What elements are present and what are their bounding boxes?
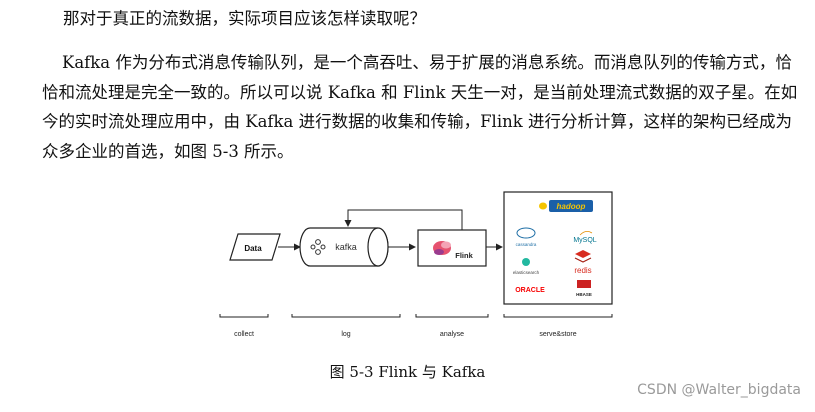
stage-log: log xyxy=(341,331,350,338)
hadoop-label: hadoop xyxy=(557,202,586,211)
redis-label: redis xyxy=(574,266,591,275)
kafka-flink-architecture-diagram: Data kafka Flink hadoop cassandra MySQL xyxy=(219,191,613,338)
data-source-shape xyxy=(229,233,281,261)
kafka-label: kafka xyxy=(335,242,357,252)
redis-logo: redis xyxy=(574,250,592,275)
body-paragraph: Kafka 作为分布式消息传输队列，是一个高吞吐、易于扩展的消息系统。而消息队列… xyxy=(42,53,798,161)
cassandra-logo: cassandra xyxy=(516,227,537,247)
hbase-logo: HBASE xyxy=(576,280,592,297)
stage-brackets xyxy=(219,314,613,318)
question-text: 那对于真正的流数据，实际项目应该怎样读取呢？ xyxy=(63,9,426,28)
data-label: Data xyxy=(244,244,262,253)
feedback-arrow xyxy=(344,209,463,230)
hbase-label: HBASE xyxy=(576,292,592,297)
stage-collect: collect xyxy=(234,331,254,338)
elasticsearch-label: elasticsearch xyxy=(513,270,540,275)
mysql-label: MySQL xyxy=(573,237,596,244)
figure-caption: 图 5-3 Flink 与 Kafka xyxy=(329,363,486,381)
mysql-logo: MySQL xyxy=(573,231,597,244)
oracle-label: ORACLE xyxy=(515,287,545,294)
hadoop-logo: hadoop xyxy=(539,200,593,212)
kafka-log-cylinder xyxy=(299,227,389,267)
cassandra-label: cassandra xyxy=(516,242,537,247)
flink-logo-icon xyxy=(433,241,451,255)
stage-analyse: analyse xyxy=(440,331,464,338)
stage-serve-store: serve&store xyxy=(539,331,576,338)
watermark: CSDN @Walter_bigdata xyxy=(637,382,801,398)
elasticsearch-logo: elasticsearch xyxy=(513,258,540,275)
flink-box xyxy=(417,229,487,267)
oracle-logo: ORACLE xyxy=(515,287,545,294)
flink-label: Flink xyxy=(455,251,473,260)
kafka-logo-icon xyxy=(310,239,326,255)
